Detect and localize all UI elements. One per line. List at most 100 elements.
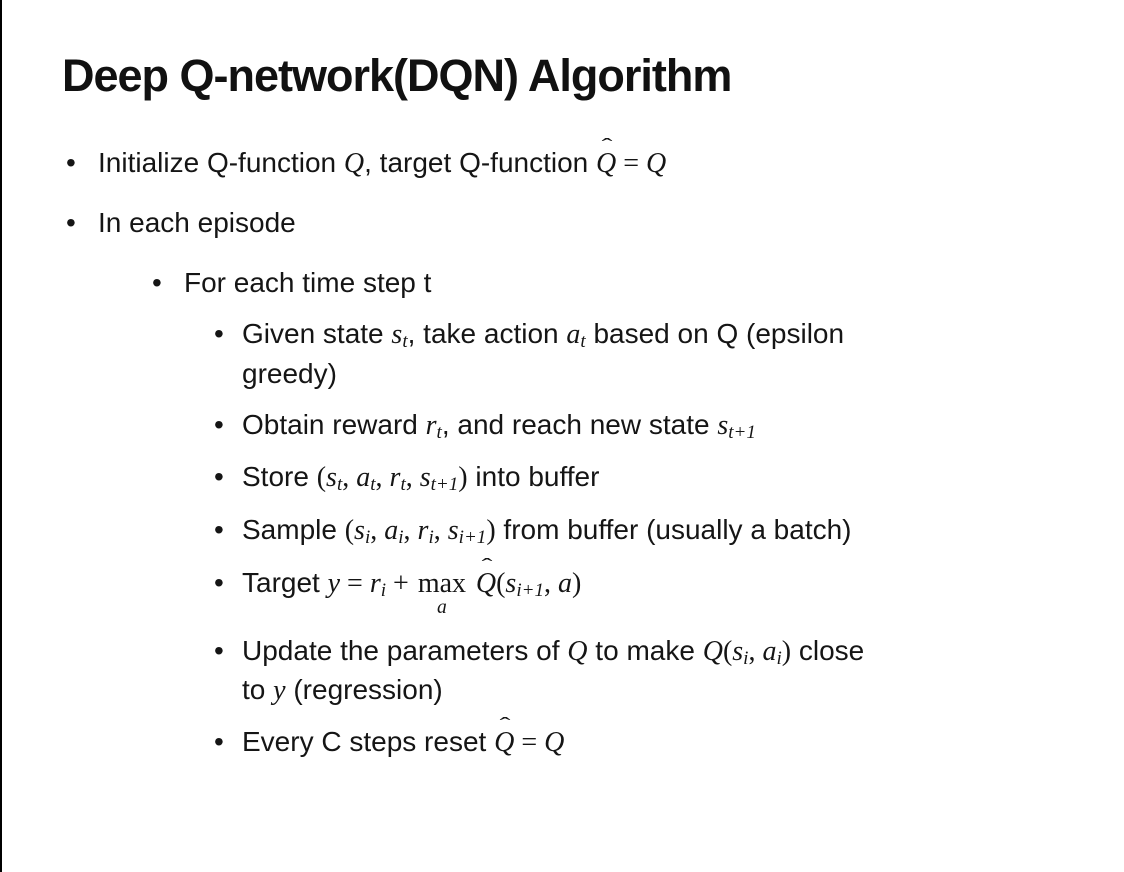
bullet-text: Sample (si, ai, ri, si+1) from buffer (u… xyxy=(242,511,852,551)
bullet-marker: • xyxy=(214,461,224,493)
math-var: s xyxy=(717,409,729,441)
math-symbol: = xyxy=(340,567,370,599)
text-run: , take action xyxy=(407,318,567,350)
math-var: r xyxy=(369,567,381,599)
math-subscript: i+1 xyxy=(458,527,487,549)
text-run: close xyxy=(791,634,865,666)
bullet-marker: • xyxy=(214,408,224,440)
math-symbol: = xyxy=(514,726,545,758)
math-symbol: , xyxy=(375,462,390,494)
math-var: y xyxy=(273,675,286,707)
math-symbol: , xyxy=(370,514,385,546)
bullet-text: For each time step t xyxy=(184,264,431,302)
bullet-marker: • xyxy=(214,513,224,545)
math-subscript: i xyxy=(776,647,782,669)
math-var: r xyxy=(389,462,401,494)
bullet-item: • In each episode xyxy=(66,204,1094,242)
text-run: Initialize Q-function xyxy=(98,146,344,178)
math-subscript: t+1 xyxy=(728,421,756,443)
bullet-marker: • xyxy=(214,566,224,598)
math-symbol: , xyxy=(433,514,448,546)
bullet-text: Update the parameters of Q to make Q(si,… xyxy=(242,632,864,710)
bullet-item: • Obtain reward rt, and reach new state s… xyxy=(214,406,1094,446)
math-var: r xyxy=(417,514,429,546)
bullet-text: In each episode xyxy=(98,204,296,242)
math-symbol: , xyxy=(342,462,357,494)
bullet-list: • Initialize Q-function Q, target Q-funct… xyxy=(62,135,1094,762)
math-symbol: ) xyxy=(781,635,792,667)
math-subscript: i xyxy=(364,527,371,549)
math-var: s xyxy=(447,514,459,546)
math-symbol: + xyxy=(386,567,416,599)
math-var: a xyxy=(566,319,581,351)
text-run: Update the parameters of xyxy=(242,634,568,666)
math-var: y xyxy=(327,567,341,599)
bullet-item: • For each time step t xyxy=(152,264,1094,302)
text-run: Target xyxy=(242,566,328,598)
slide-title: Deep Q-network(DQN) Algorithm xyxy=(62,50,732,101)
text-run: into buffer xyxy=(467,461,600,493)
math-subscript: t xyxy=(402,331,408,353)
bullet-marker: • xyxy=(152,266,162,298)
math-var: s xyxy=(505,567,517,599)
bullet-item: • Initialize Q-function Q, target Q-funct… xyxy=(66,135,1094,183)
math-symbol: ( xyxy=(722,635,733,667)
math-subscript: t xyxy=(580,331,586,353)
text-run: to make xyxy=(587,634,703,666)
bullet-marker: • xyxy=(214,634,224,666)
bullet-text: Store (st, at, rt, st+1) into buffer xyxy=(242,458,599,498)
math-subscript: i xyxy=(398,527,404,549)
bullet-text: Obtain reward rt, and reach new state st… xyxy=(242,406,756,446)
text-run: , and reach new state xyxy=(441,408,718,440)
text-run: For each time step t xyxy=(184,266,432,298)
text-run: Every C steps reset xyxy=(242,725,495,757)
text-run: In each episode xyxy=(98,207,296,239)
math-symbol: , xyxy=(748,635,763,667)
math-subscript: i xyxy=(380,579,387,601)
text-run: Obtain reward xyxy=(242,408,426,440)
bullet-item: •Store (st, at, rt, st+1) into buffer xyxy=(214,458,1094,498)
math-subscript: i+1 xyxy=(516,579,544,601)
bullet-marker: • xyxy=(66,146,76,178)
text-run: from buffer (usually a batch) xyxy=(495,513,852,545)
text-run: (regression) xyxy=(285,674,443,706)
math-var: s xyxy=(732,635,744,667)
text-run: Store xyxy=(242,461,317,493)
math-var: s xyxy=(354,514,365,546)
math-subscript: t xyxy=(336,474,343,496)
math-var: a xyxy=(384,514,399,546)
math-var: r xyxy=(425,409,437,441)
math-symbol: ( xyxy=(496,567,506,599)
math-symbol: ) xyxy=(571,567,582,599)
math-symbol: , xyxy=(543,567,558,599)
math-var: s xyxy=(419,462,431,494)
bullet-text: Initialize Q-function Q, target Q-functi… xyxy=(98,135,666,183)
math-symbol: ) xyxy=(458,462,468,494)
bullet-marker: • xyxy=(66,207,76,239)
math-var: Q xyxy=(567,635,588,667)
bullet-text: Given state st, take action at based on … xyxy=(242,315,844,392)
bullet-item: •Update the parameters of Q to make Q(si… xyxy=(214,632,1094,710)
math-var: s xyxy=(391,319,403,351)
math-var: Q xyxy=(343,147,365,179)
text-run: Sample xyxy=(242,513,345,545)
math-subscript: t xyxy=(436,421,442,443)
text-run: to xyxy=(242,674,274,706)
math-symbol: ( xyxy=(344,514,355,546)
text-run: greedy) xyxy=(242,358,337,389)
math-subscript: t+1 xyxy=(430,474,459,496)
math-subscript: i xyxy=(743,647,749,669)
math-symbol: ) xyxy=(486,514,496,546)
math-var: a xyxy=(762,635,777,667)
math-subscript: i xyxy=(428,527,434,549)
math-symbol: , xyxy=(405,462,420,494)
bullet-marker: • xyxy=(214,318,224,350)
math-symbol: = xyxy=(616,147,647,179)
